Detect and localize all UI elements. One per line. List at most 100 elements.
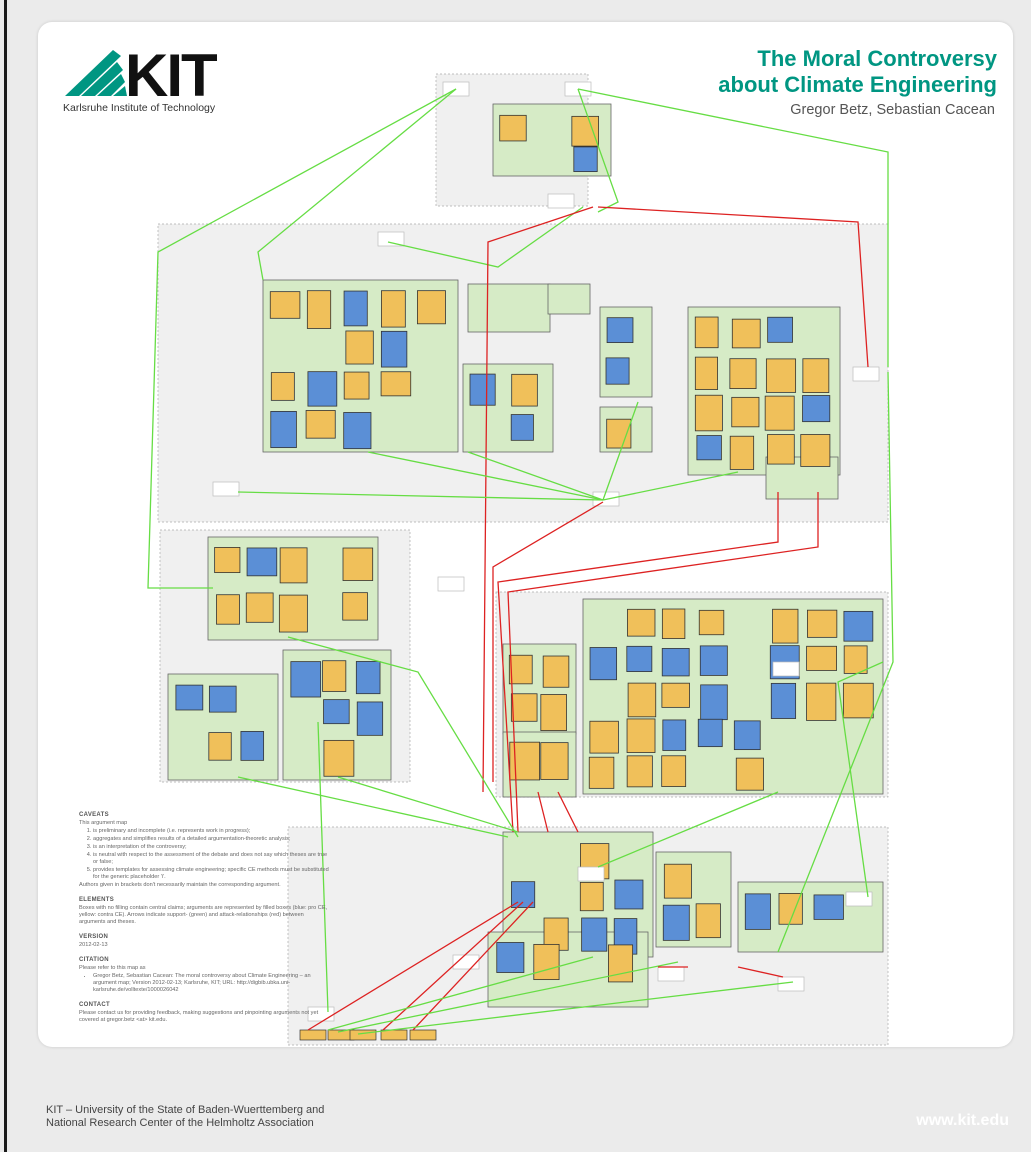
argument-box bbox=[731, 396, 760, 428]
argument-box bbox=[806, 682, 837, 721]
argument-box bbox=[270, 411, 297, 449]
argument-box bbox=[694, 356, 718, 390]
argument-box bbox=[662, 904, 690, 941]
argument-box bbox=[542, 655, 570, 688]
legend: CAVEATS This argument map is preliminary… bbox=[79, 812, 329, 1024]
argument-box bbox=[699, 645, 728, 676]
central-claim bbox=[777, 976, 805, 992]
argument-box bbox=[802, 395, 831, 423]
caveats-intro: This argument map bbox=[79, 820, 128, 826]
poster-title: The Moral Controversy about Climate Engi… bbox=[718, 46, 997, 98]
argument-box bbox=[540, 694, 567, 732]
caveat-item: is an interpretation of the controversy; bbox=[93, 844, 329, 851]
attack-arrow bbox=[497, 492, 779, 833]
central-claim bbox=[772, 661, 800, 677]
citation-heading: CITATION bbox=[79, 957, 109, 963]
argument-box bbox=[510, 414, 534, 441]
support-arrow bbox=[327, 956, 594, 1031]
argument-box bbox=[697, 718, 723, 748]
argument-box bbox=[355, 661, 381, 695]
argument-group bbox=[547, 283, 591, 315]
elements-text: Boxes with no filling contain central cl… bbox=[79, 905, 328, 925]
argument-box bbox=[627, 682, 657, 718]
footer-institution: KIT – University of the State of Baden-W… bbox=[46, 1104, 324, 1130]
argument-box bbox=[306, 290, 332, 329]
argument-box bbox=[735, 757, 764, 791]
argument-box bbox=[764, 395, 795, 431]
thesis-box bbox=[409, 1029, 437, 1041]
argument-box bbox=[380, 330, 408, 368]
central-claim bbox=[452, 954, 480, 970]
argument-box bbox=[356, 701, 384, 736]
support-arrow bbox=[837, 661, 884, 898]
argument-box bbox=[842, 682, 874, 719]
argument-box bbox=[627, 608, 656, 637]
attack-arrow bbox=[492, 501, 604, 782]
poster: KIT Karlsruhe Institute of Technology Th… bbox=[38, 22, 1013, 1047]
version-text: 2012-02-13 bbox=[79, 942, 108, 948]
argument-box bbox=[290, 661, 322, 698]
attack-arrow bbox=[307, 901, 519, 1031]
argument-box bbox=[581, 917, 608, 952]
caveats-note: Authors given in brackets don't necessar… bbox=[79, 882, 281, 888]
support-arrow bbox=[387, 206, 584, 268]
support-arrow bbox=[597, 791, 779, 868]
argument-box bbox=[270, 372, 295, 401]
argument-box bbox=[305, 410, 336, 439]
footer-line-2: National Research Center of the Helmholt… bbox=[46, 1117, 314, 1129]
argument-box bbox=[496, 942, 525, 973]
caveat-item: aggregates and simplifies results of a d… bbox=[93, 836, 329, 843]
caveat-item: is preliminary and incomplete (i.e. repr… bbox=[93, 828, 329, 835]
argument-box bbox=[175, 684, 204, 711]
argument-box bbox=[533, 943, 560, 981]
support-arrow bbox=[367, 451, 604, 501]
argument-box bbox=[806, 645, 837, 671]
argument-box bbox=[770, 682, 797, 719]
argument-box bbox=[605, 357, 630, 385]
argument-box bbox=[322, 660, 347, 692]
title-line-1: The Moral Controversy bbox=[757, 46, 997, 71]
argument-box bbox=[663, 863, 692, 899]
support-arrow bbox=[467, 451, 604, 501]
attack-arrow bbox=[537, 791, 549, 833]
argument-group bbox=[467, 283, 551, 333]
caveat-item: is neutral with respect to the assessmen… bbox=[93, 852, 329, 866]
attack-arrow bbox=[597, 206, 869, 368]
argument-box bbox=[778, 893, 803, 925]
argument-box bbox=[731, 318, 761, 349]
contact-text: Please contact us for providing feedback… bbox=[79, 1010, 319, 1023]
argument-box bbox=[626, 645, 653, 672]
argument-box bbox=[245, 592, 274, 623]
argument-box bbox=[589, 647, 618, 681]
citation-intro: Please refer to this map as bbox=[79, 965, 146, 971]
argument-box bbox=[511, 881, 536, 908]
argument-map bbox=[147, 73, 894, 1046]
argument-box bbox=[208, 685, 237, 713]
central-claim bbox=[377, 231, 405, 247]
argument-box bbox=[214, 547, 241, 574]
footer-url[interactable]: www.kit.edu bbox=[916, 1112, 1009, 1129]
argument-box bbox=[573, 146, 598, 173]
caveat-item: provides templates for assessing climate… bbox=[93, 867, 329, 881]
argument-box bbox=[800, 434, 831, 467]
support-arrow bbox=[777, 371, 894, 953]
central-claim bbox=[547, 193, 575, 209]
argument-box bbox=[843, 610, 874, 642]
central-claim bbox=[852, 366, 880, 382]
argument-box bbox=[695, 903, 721, 939]
argument-box bbox=[342, 547, 374, 581]
argument-box bbox=[510, 693, 538, 722]
support-arrow bbox=[147, 88, 457, 589]
elements-heading: ELEMENTS bbox=[79, 897, 115, 903]
argument-box bbox=[216, 594, 240, 625]
argument-box bbox=[733, 720, 761, 751]
argument-box bbox=[700, 684, 728, 721]
argument-box bbox=[614, 879, 644, 910]
argument-box bbox=[343, 412, 372, 450]
argument-box bbox=[744, 893, 771, 930]
argument-box bbox=[342, 592, 368, 621]
thesis-box bbox=[349, 1029, 377, 1041]
argument-box bbox=[661, 755, 687, 787]
argument-box bbox=[606, 317, 634, 343]
argument-box bbox=[588, 756, 615, 789]
